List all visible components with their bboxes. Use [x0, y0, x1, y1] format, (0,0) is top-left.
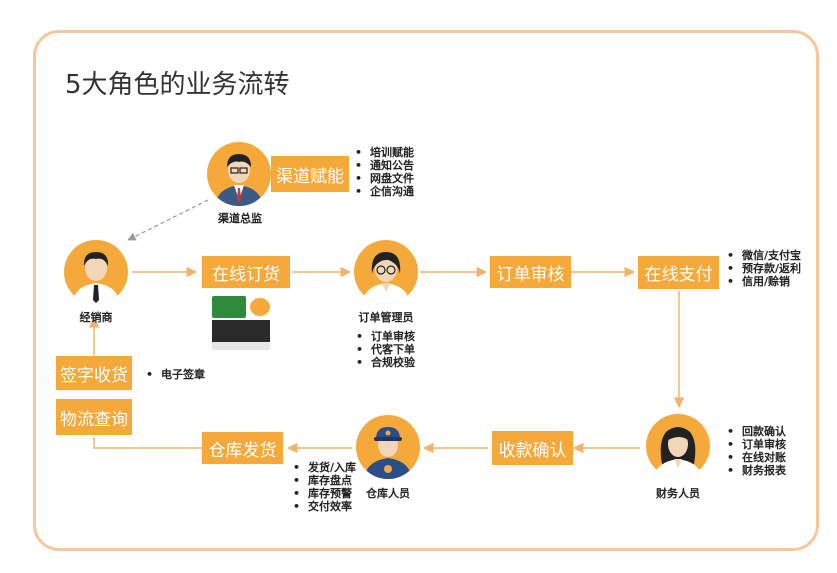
manager-person-icon — [215, 154, 263, 206]
payment-bullets: 微信/支付宝 预存款/返利 信用/赊销 — [727, 249, 801, 288]
sign-receive-box: 签字收货 — [56, 356, 132, 390]
order-page-footer — [212, 342, 270, 350]
bullet-item: 交付效率 — [293, 500, 356, 513]
bullet-item: 库存盘点 — [293, 474, 356, 487]
bullet-item: 电子签章 — [146, 368, 205, 381]
arrow-ship-to-dealer — [93, 437, 202, 449]
order-manager-bullets: 订单审核 代客下单 合规校验 — [356, 330, 415, 369]
bullet-item: 通知公告 — [355, 159, 414, 172]
finance-bullets: 回款确认 订单审核 在线对账 财务报表 — [727, 425, 786, 477]
bullet-item: 财务报表 — [727, 464, 786, 477]
finance-label: 财务人员 — [656, 487, 700, 500]
channel-director-avatar — [207, 142, 271, 206]
diagram-title: 5大角色的业务流转 — [65, 70, 290, 100]
order-page-screenshot — [212, 320, 270, 342]
warehouse-bullets: 发货/入库 库存盘点 库存预警 交付效率 — [293, 461, 356, 513]
dealer-avatar — [64, 240, 128, 304]
bullet-item: 企信沟通 — [355, 185, 414, 198]
dealer-label: 经销商 — [79, 311, 113, 324]
online-payment-box: 在线支付 — [638, 256, 719, 289]
channel-director-bullets: 培训赋能 通知公告 网盘文件 企信沟通 — [355, 146, 414, 198]
channel-director-label: 渠道总监 — [218, 212, 262, 225]
warehouse-worker-icon — [364, 427, 412, 479]
bullet-item: 发货/入库 — [293, 461, 356, 474]
online-order-box: 在线订货 — [202, 256, 290, 288]
arrow-director-to-dealer — [127, 199, 209, 241]
order-manager-label: 订单管理员 — [358, 311, 414, 324]
diagram-frame — [33, 30, 819, 551]
channel-empower-box: 渠道赋能 — [271, 156, 349, 192]
bullet-item: 订单审核 — [727, 438, 786, 451]
wechat-logo-icon — [212, 296, 246, 318]
woman-glasses-icon — [362, 252, 410, 304]
payment-confirm-box: 收款确认 — [492, 431, 573, 465]
warehouse-label: 仓库人员 — [366, 487, 410, 500]
bullet-item: 信用/赊销 — [727, 275, 801, 288]
sign-bullets: 电子签章 — [146, 368, 205, 381]
logistics-query-box: 物流查询 — [56, 399, 132, 435]
bullet-item: 合规校验 — [356, 356, 415, 369]
warehouse-ship-box: 仓库发货 — [202, 432, 283, 464]
order-manager-avatar — [354, 240, 418, 304]
bullet-item: 回款确认 — [727, 425, 786, 438]
mini-program-icon — [250, 298, 270, 316]
warehouse-avatar — [356, 415, 420, 479]
bullet-item: 预存款/返利 — [727, 262, 801, 275]
bullet-item: 库存预警 — [293, 487, 356, 500]
bullet-item: 网盘文件 — [355, 172, 414, 185]
bullet-item: 代客下单 — [356, 343, 415, 356]
order-review-box: 订单审核 — [490, 256, 571, 288]
dealer-person-icon — [72, 252, 120, 304]
mobile-app-screenshots — [212, 296, 272, 350]
finance-avatar — [646, 414, 710, 478]
woman-long-hair-icon — [654, 427, 702, 478]
bullet-item: 订单审核 — [356, 330, 415, 343]
bullet-item: 微信/支付宝 — [727, 249, 801, 262]
bullet-item: 在线对账 — [727, 451, 786, 464]
bullet-item: 培训赋能 — [355, 146, 414, 159]
